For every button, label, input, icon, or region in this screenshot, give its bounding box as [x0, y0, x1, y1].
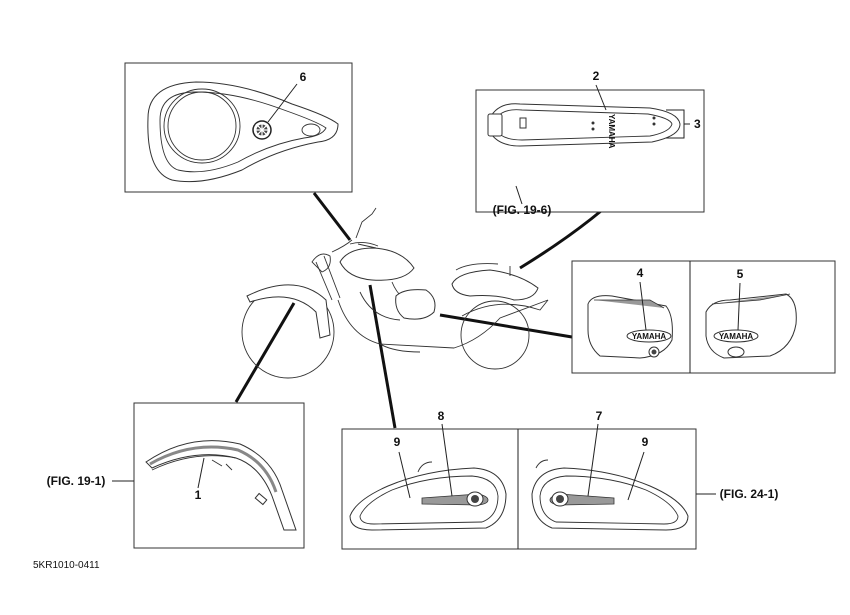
callout-9-right: 9 — [642, 435, 649, 449]
callout-2: 2 — [593, 69, 600, 83]
fig-ref-fender: (FIG. 19-1) — [47, 474, 106, 488]
fig-ref-tank: (FIG. 24-1) — [720, 487, 779, 501]
side-cover-detail: YAMAHA 4 YAMAHA 5 — [571, 260, 836, 374]
front-fender-box — [133, 402, 305, 549]
tuning-fork-emblem-icon — [252, 120, 272, 140]
front-fender-detail: 1 (FIG. 19-1) — [47, 402, 305, 549]
callout-9-left: 9 — [394, 435, 401, 449]
motorcycle-outline — [241, 207, 549, 379]
fig-ref-seat: (FIG. 19-6) — [493, 203, 552, 217]
callout-3: 3 — [694, 117, 701, 131]
seat-brand-label: YAMAHA — [607, 114, 616, 149]
cover-right-brand-label: YAMAHA — [719, 332, 754, 341]
diagram-code: 5KR1010-0411 — [33, 560, 100, 571]
fuel-tank-detail: 9 8 7 9 (FIG. 24-1) — [341, 409, 779, 550]
callout-8: 8 — [438, 409, 445, 423]
tank-emblem-detail: 6 — [124, 62, 353, 193]
seat-detail: YAMAHA 2 3 (FIG. 19-6) — [475, 69, 705, 217]
callout-6: 6 — [300, 70, 307, 84]
callout-7: 7 — [596, 409, 603, 423]
callout-5: 5 — [737, 267, 744, 281]
cover-left-brand-label: YAMAHA — [632, 332, 667, 341]
callout-4: 4 — [637, 266, 644, 280]
callout-1: 1 — [195, 488, 202, 502]
